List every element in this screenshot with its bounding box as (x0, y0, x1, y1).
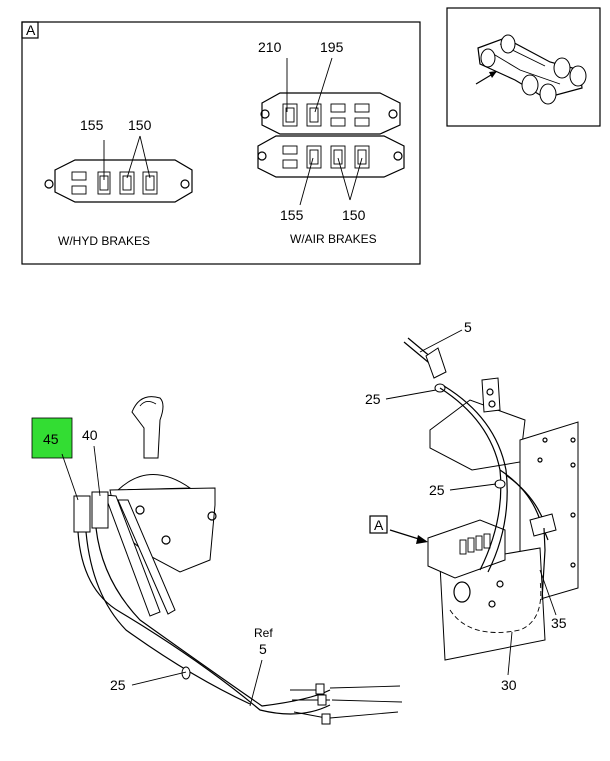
air-callout-150: 150 (342, 207, 366, 223)
switch-45 (73, 495, 91, 533)
hyd-connector (44, 135, 193, 203)
callout-ref: Ref (254, 626, 273, 640)
hyd-callout-150: 150 (128, 117, 152, 133)
wiring-harness-assembly (403, 337, 579, 661)
shift-lever-assembly (73, 396, 403, 725)
air-callout-195: 195 (320, 39, 344, 55)
connector-block (427, 519, 506, 579)
detail-a-tag: A (26, 22, 36, 38)
callout-5-ref: 5 (259, 641, 267, 657)
air-callout-210: 210 (258, 39, 282, 55)
callout-45: 45 (43, 431, 59, 447)
detail-a-frame (21, 21, 421, 265)
hyd-callout-155: 155 (80, 117, 104, 133)
callout-25-b: 25 (429, 482, 445, 498)
callout-5-top: 5 (464, 319, 472, 335)
view-a-arrowhead (416, 535, 428, 544)
air-connector-upper (260, 57, 401, 135)
callout-45-highlight (31, 417, 73, 459)
view-a-tag-box (369, 515, 388, 534)
view-a-tag: A (374, 517, 384, 533)
locator-frame (446, 7, 601, 127)
shift-boot (116, 474, 192, 491)
detail-a-tag-box (21, 21, 39, 39)
vehicle-locator-inset (446, 7, 601, 127)
lower-panel (439, 547, 546, 661)
air-connector-lower (257, 135, 405, 206)
callout-30: 30 (501, 677, 517, 693)
hyd-caption: W/HYD BRAKES (58, 234, 150, 248)
air-caption: W/AIR BRAKES (290, 232, 377, 246)
locator-arrowhead (489, 71, 497, 78)
switch-40 (91, 491, 109, 529)
callout-40: 40 (82, 427, 98, 443)
upper-bracket (429, 399, 526, 471)
callout-35: 35 (551, 615, 567, 631)
view-a-arrow (389, 529, 423, 541)
air-callout-155: 155 (280, 207, 304, 223)
detail-a-panel: A 155 150 W/HYD BRAKES (21, 21, 421, 265)
callout-25-a: 25 (365, 391, 381, 407)
shift-knob (131, 396, 164, 459)
callout-25-c: 25 (110, 677, 126, 693)
